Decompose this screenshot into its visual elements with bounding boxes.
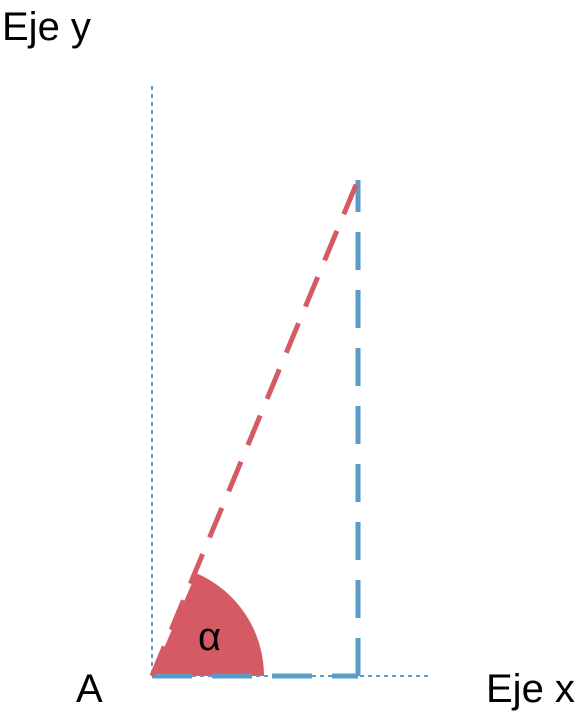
angle-sector [152, 573, 264, 676]
origin-label: A [76, 667, 103, 711]
vector-line [149, 179, 361, 677]
x-axis-label: Eje x [486, 667, 575, 711]
y-axis-label: Eje y [2, 5, 91, 49]
angle-label: α [198, 615, 221, 659]
